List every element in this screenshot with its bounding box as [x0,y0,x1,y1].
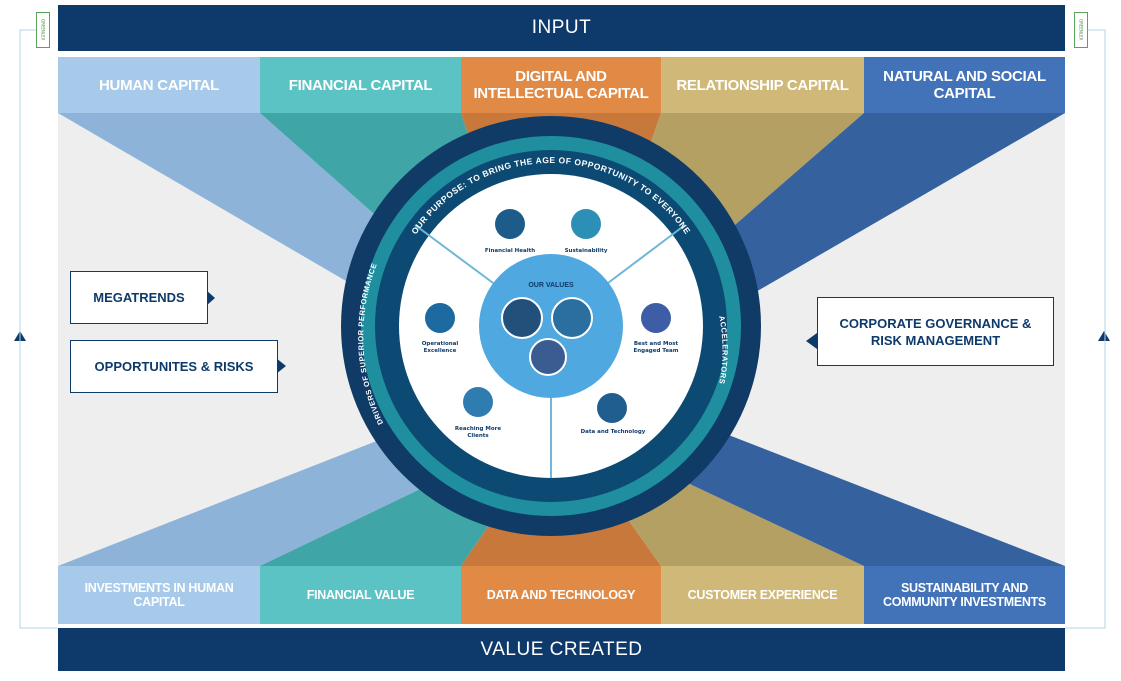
left-side-tag: GREENLEX [36,12,50,48]
best-team-label: Best and Most Engaged Team [633,341,679,354]
output-sustainability-community: SUSTAINABILITY AND COMMUNITY INVESTMENTS [864,566,1065,624]
fan-human-capital-bottom [58,420,460,566]
input-digital-capital: DIGITAL AND INTELLECTUAL CAPITAL [461,57,661,113]
governance-line-2: RISK MANAGEMENT [870,332,1001,348]
data-technology-icon [597,393,627,423]
value-icon-3 [529,338,567,376]
megatrends-arrow-icon [206,290,215,306]
output-investments-human-capital: INVESTMENTS IN HUMAN CAPITAL [58,566,260,624]
output-data-technology: DATA AND TECHNOLOGY [461,566,661,624]
financial-health-icon [495,209,525,239]
input-financial-capital: FINANCIAL CAPITAL [260,57,461,113]
output-customer-experience: CUSTOMER EXPERIENCE [661,566,864,624]
opportunities-arrow-icon [276,358,286,374]
right-side-tag: GREENLEX [1074,12,1088,48]
value-icon-2 [551,297,593,339]
right-up-arrow [1098,331,1110,341]
values-disc [479,254,623,398]
input-relationship-capital: RELATIONSHIP CAPITAL [661,57,864,113]
opportunities-risks-box: OPPORTUNITES & RISKS [70,340,278,393]
reaching-clients-label: Reaching More Clients [454,426,502,439]
input-natural-social-capital: NATURAL AND SOCIAL CAPITAL [864,57,1065,113]
best-team-icon [641,303,671,333]
governance-arrow-icon [806,333,817,349]
corporate-governance-box: CORPORATE GOVERNANCE & RISK MANAGEMENT [817,297,1054,366]
value-icon-1 [501,297,543,339]
financial-health-label: Financial Health [484,248,536,254]
governance-line-1: CORPORATE GOVERNANCE & [839,315,1032,331]
our-values-label: OUR VALUES [528,282,574,289]
fan-natural-capital-top [660,113,1065,330]
input-band: INPUT [58,5,1065,51]
value-created-band: VALUE CREATED [58,628,1065,671]
input-human-capital: HUMAN CAPITAL [58,57,260,113]
sustainability-label: Sustainability [564,248,608,254]
left-connector-line [19,29,58,629]
output-financial-value: FINANCIAL VALUE [260,566,461,624]
data-technology-label: Data and Technology [580,429,646,435]
operational-excellence-icon [425,303,455,333]
right-connector-line [1065,29,1106,629]
accelerators-ring-text: ACCELERATORS [717,315,729,385]
operational-excellence-label: Operational Excellence [421,341,459,354]
reaching-clients-icon [463,387,493,417]
fan-natural-capital-bottom [660,420,1065,566]
sustainability-icon [571,209,601,239]
megatrends-box: MEGATRENDS [70,271,208,324]
